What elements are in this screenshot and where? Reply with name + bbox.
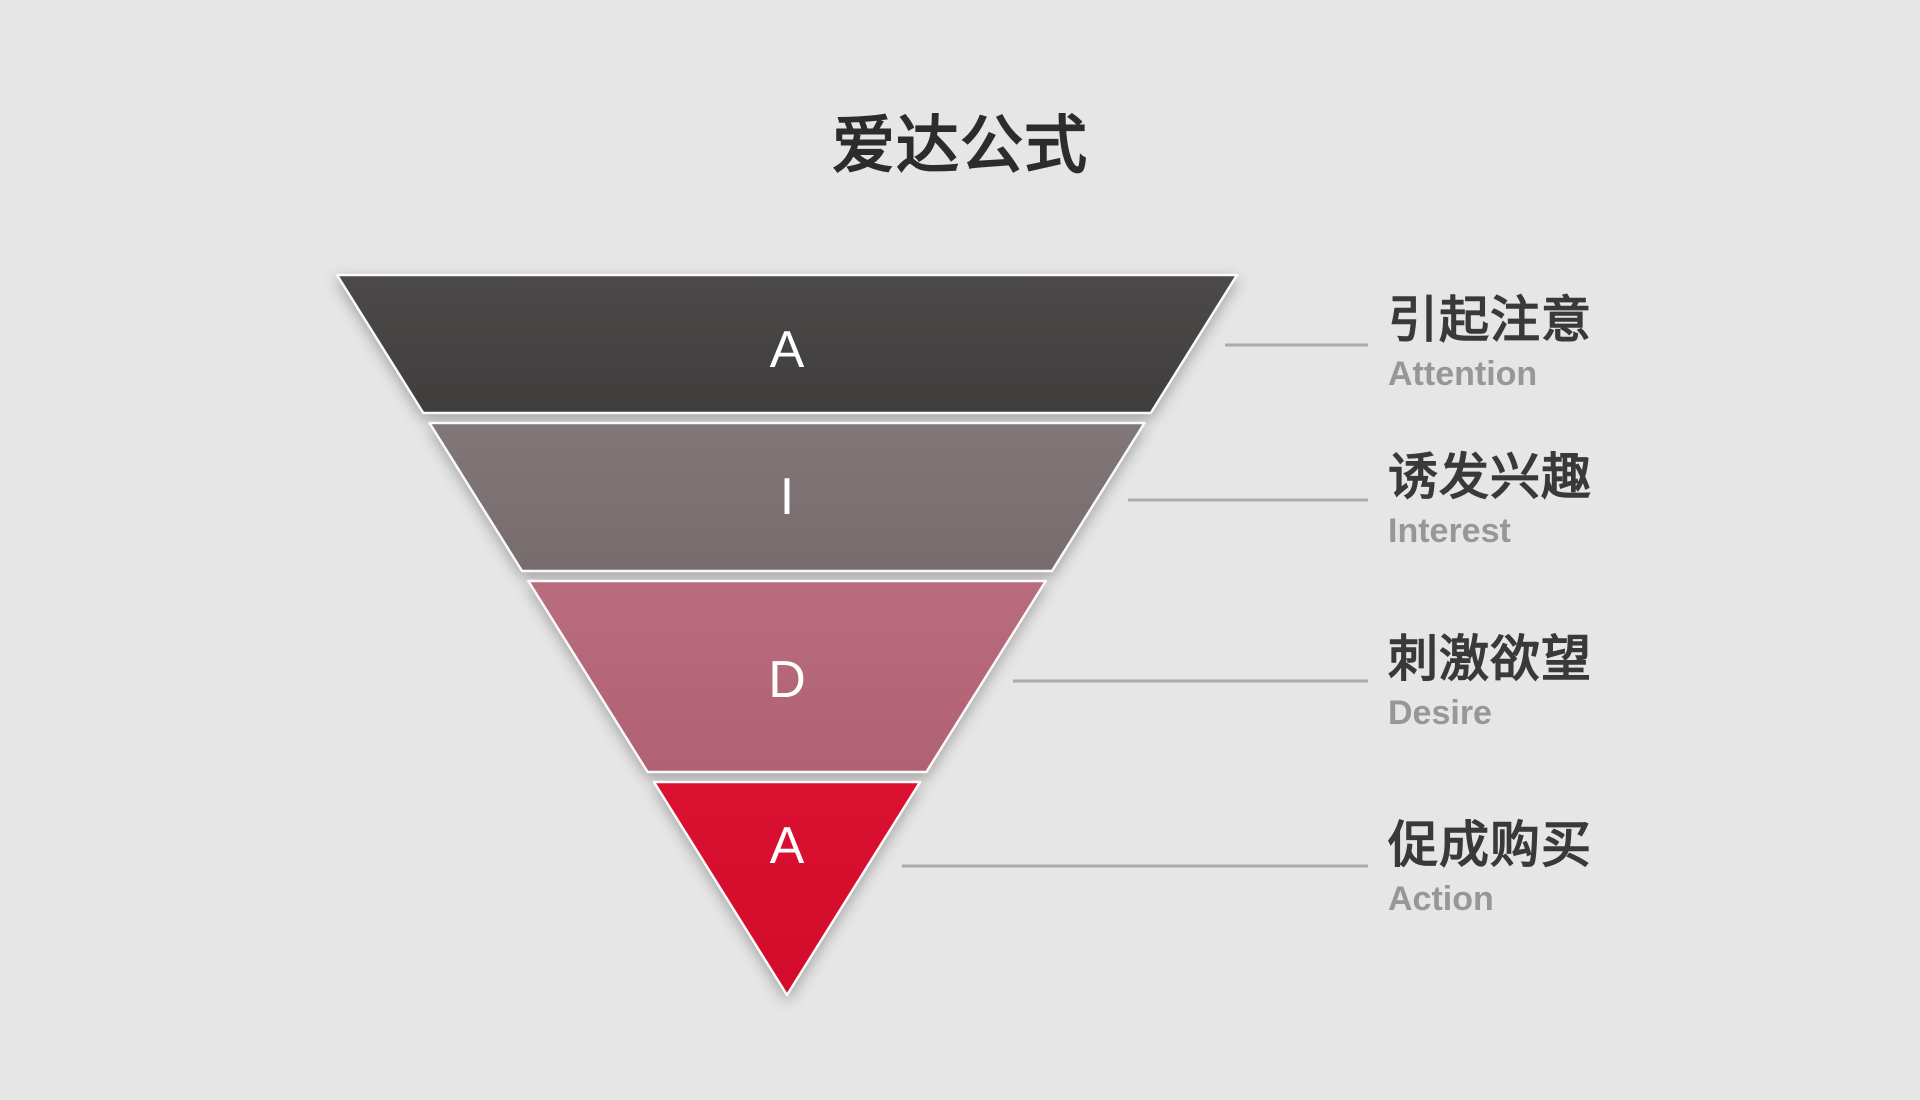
label-interest-en: Interest	[1388, 512, 1511, 550]
label-interest-cn: 诱发兴趣	[1388, 449, 1592, 505]
label-desire-cn: 刺激欲望	[1388, 631, 1592, 687]
stage-1-letter: A	[770, 321, 805, 379]
label-desire: 刺激欲望 Desire	[1388, 633, 1838, 731]
label-attention-en: Attention	[1388, 355, 1538, 393]
funnel-stage-3-desire-shape	[527, 579, 1048, 774]
stage-3-letter: D	[768, 651, 806, 709]
page-title: 爱达公式	[832, 111, 1088, 181]
funnel-stage-4-action-shape	[652, 780, 922, 997]
label-interest: 诱发兴趣 Interest	[1388, 451, 1838, 549]
label-attention-cn: 引起注意	[1388, 292, 1592, 348]
label-action-en: Action	[1388, 880, 1494, 918]
stage-2-letter: I	[780, 468, 794, 526]
funnel-stage-1-attention-shape	[335, 273, 1239, 415]
label-attention: 引起注意 Attention	[1388, 294, 1838, 392]
label-desire-en: Desire	[1388, 694, 1492, 732]
funnel-stage-2-interest-shape	[428, 421, 1146, 573]
label-action: 促成购买 Action	[1388, 819, 1838, 917]
label-action-cn: 促成购买	[1388, 817, 1592, 873]
stage-4-letter: A	[770, 817, 805, 875]
